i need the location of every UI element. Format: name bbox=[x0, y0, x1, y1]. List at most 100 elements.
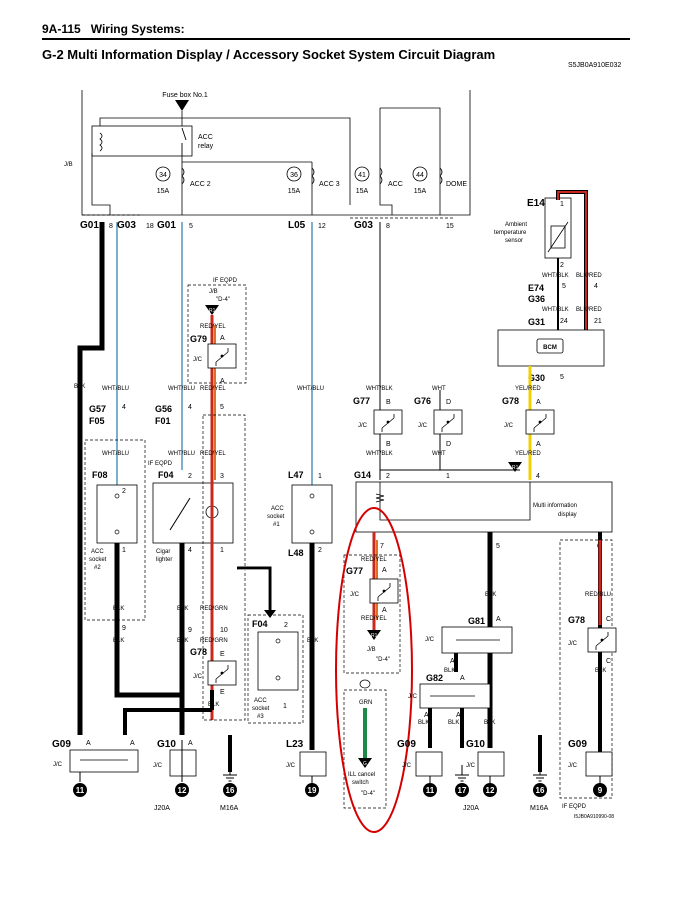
pin-f04b-1: 1 bbox=[283, 703, 287, 710]
pin-f04-2: 2 bbox=[188, 473, 192, 480]
conn-g31: G31 bbox=[528, 317, 545, 327]
conn-f04-a: F04 bbox=[158, 470, 174, 480]
pin-9-cigar: 9 bbox=[188, 627, 192, 634]
d4-label-1: "D-4" bbox=[216, 297, 230, 303]
conn-g03b-pin: 8 bbox=[386, 223, 390, 230]
if-eqpd-1: IF EQPD bbox=[148, 461, 173, 467]
wire-label-blk-6: BLK bbox=[208, 702, 219, 708]
ground-7: 12 bbox=[486, 786, 495, 795]
wire-label-whtblu-4: WHT/BLU bbox=[168, 451, 195, 457]
sensor-label-2: temperature bbox=[494, 230, 527, 236]
fuse-36: 36 15A ACC 3 bbox=[286, 166, 340, 195]
ground-circle-8: 16 bbox=[533, 783, 547, 797]
fuse-44-num: 44 bbox=[416, 172, 424, 179]
pin-g78-a2: A bbox=[536, 441, 541, 448]
header-rule bbox=[42, 38, 630, 40]
j20a-label-2: J20A bbox=[463, 805, 479, 812]
pin-e74-a: 5 bbox=[562, 283, 566, 290]
acc1-label-2: socket bbox=[267, 514, 285, 520]
wire-label-blk-2: BLK bbox=[113, 606, 124, 612]
conn-f04-b: F04 bbox=[252, 619, 268, 629]
pin-g81-a: A bbox=[496, 616, 501, 623]
pin-g14-2: 2 bbox=[386, 473, 390, 480]
pin-f04b-2: 2 bbox=[284, 622, 288, 629]
conn-l48: L48 bbox=[288, 548, 304, 558]
wire-label-grn: GRN bbox=[359, 700, 372, 706]
wire-label-redyel-5: RED/YEL bbox=[361, 616, 387, 622]
multi-info-display: G14 2 1 4 Multi information display 7 5 … bbox=[354, 470, 613, 550]
conn-g14: G14 bbox=[354, 470, 371, 480]
pin-g14-4: 4 bbox=[536, 473, 540, 480]
fuse-41-name: ACC bbox=[388, 181, 403, 188]
relay-coil-icon bbox=[99, 132, 103, 152]
wire-label-blk-3: BLK bbox=[113, 638, 124, 644]
wire-label-redyel-4: RED/YEL bbox=[361, 557, 387, 563]
r1-label-3: R1 bbox=[371, 633, 378, 639]
if-eqpd-3: IF EQPD bbox=[562, 804, 587, 810]
fuse-36-amp: 15A bbox=[288, 188, 301, 195]
pin-e14-2: 2 bbox=[560, 262, 564, 269]
conn-g81: G81 bbox=[468, 616, 485, 626]
highlight-annotation bbox=[335, 507, 413, 833]
ground-circle-4: 19 bbox=[305, 783, 319, 797]
conn-g77-b: G77 bbox=[346, 566, 363, 576]
wire-label-whtblk-1: WHT/BLK bbox=[366, 386, 393, 392]
pin-9-left: 9 bbox=[122, 625, 126, 632]
ground-row: G09 A A J/C G10 A J/C L23 J/C G09 J/C G1… bbox=[52, 735, 614, 820]
wire-label-redgrn-2: RED/GRN bbox=[200, 638, 228, 644]
conn-g03a: G03 bbox=[117, 220, 136, 231]
acc3-label-1: ACC bbox=[254, 698, 267, 704]
jc-g09-2: J/C bbox=[402, 763, 412, 769]
jc-g77-b: J/C bbox=[350, 592, 360, 598]
pin-g76-d1: D bbox=[446, 399, 451, 406]
pin-g31-b: 21 bbox=[594, 318, 602, 325]
pin-e74-b: 4 bbox=[594, 283, 598, 290]
wire-label-blk-7: BLK bbox=[307, 638, 318, 644]
wire-label-whtblu-5: WHT/BLU bbox=[297, 386, 324, 392]
acc-socket-3-circuit: F04 2 1 ACC socket #3 bbox=[247, 614, 304, 724]
conn-g78-left: G78 bbox=[190, 647, 207, 657]
relay-label-2: relay bbox=[198, 143, 214, 150]
pin-f04-4: 4 bbox=[188, 547, 192, 554]
cigar-label-2: lighter bbox=[156, 557, 172, 563]
ground-circle-1: 11 bbox=[73, 783, 87, 797]
wire-label-redgrn-1: RED/GRN bbox=[200, 606, 228, 612]
acc1-label-1: ACC bbox=[271, 506, 284, 512]
conn-g82: G82 bbox=[426, 673, 443, 683]
conn-g78-top: G78 bbox=[502, 396, 519, 406]
m16a-label-1: M16A bbox=[220, 805, 239, 812]
conn-g77: G77 bbox=[353, 396, 370, 406]
jb-label-2: J/B bbox=[209, 289, 218, 295]
pin-g56: 4 bbox=[188, 404, 192, 411]
wire-label-whtblk-3: WHT/BLK bbox=[542, 273, 569, 279]
pin-f08-1: 1 bbox=[122, 547, 126, 554]
conn-l05: L05 bbox=[288, 220, 306, 231]
wire-label-blk-10: BLK bbox=[418, 720, 429, 726]
fuse-44-amp: 15A bbox=[414, 188, 427, 195]
bcm-circuit: E14 1 2 Ambient temperature sensor WHT/B… bbox=[494, 190, 605, 480]
conn-g36: G36 bbox=[528, 294, 545, 304]
jc-g78-right: J/C bbox=[568, 641, 578, 647]
pin-g09-1a: A bbox=[86, 740, 91, 747]
conn-g09-2: G09 bbox=[397, 739, 416, 750]
d4-label-3: "D-4" bbox=[361, 791, 375, 797]
fuse-36-name: ACC 3 bbox=[319, 181, 340, 188]
wire-label-redyel-3: RED/YEL bbox=[200, 451, 226, 457]
ground-circle-7: 12 bbox=[483, 783, 497, 797]
sensor-label-1: Ambient bbox=[505, 222, 527, 228]
pin-g82-a3: A bbox=[456, 712, 461, 719]
conn-pin15: 15 bbox=[446, 223, 454, 230]
wire-label-redyel-1: RED/YEL bbox=[200, 324, 226, 330]
ground-6: 17 bbox=[458, 786, 467, 795]
ill-cancel-circuit: RED/YEL G77 A J/C A RED/YEL R1 J/B "D-4"… bbox=[335, 507, 413, 833]
g-label: G bbox=[363, 761, 367, 767]
jc-l23: J/C bbox=[286, 763, 296, 769]
pin-g10-1a: A bbox=[188, 740, 193, 747]
conn-g78-right: G78 bbox=[568, 615, 585, 625]
conn-g09-3: G09 bbox=[568, 739, 587, 750]
jc-g77: J/C bbox=[358, 423, 368, 429]
acc-socket-1-circuit: WHT/BLU L47 1 ACC socket #1 L48 2 BLK bbox=[267, 222, 333, 750]
pin-10: 10 bbox=[220, 627, 228, 634]
page-number: 9A-115 bbox=[42, 22, 81, 36]
ill-label-1: ILL cancel bbox=[348, 772, 375, 778]
